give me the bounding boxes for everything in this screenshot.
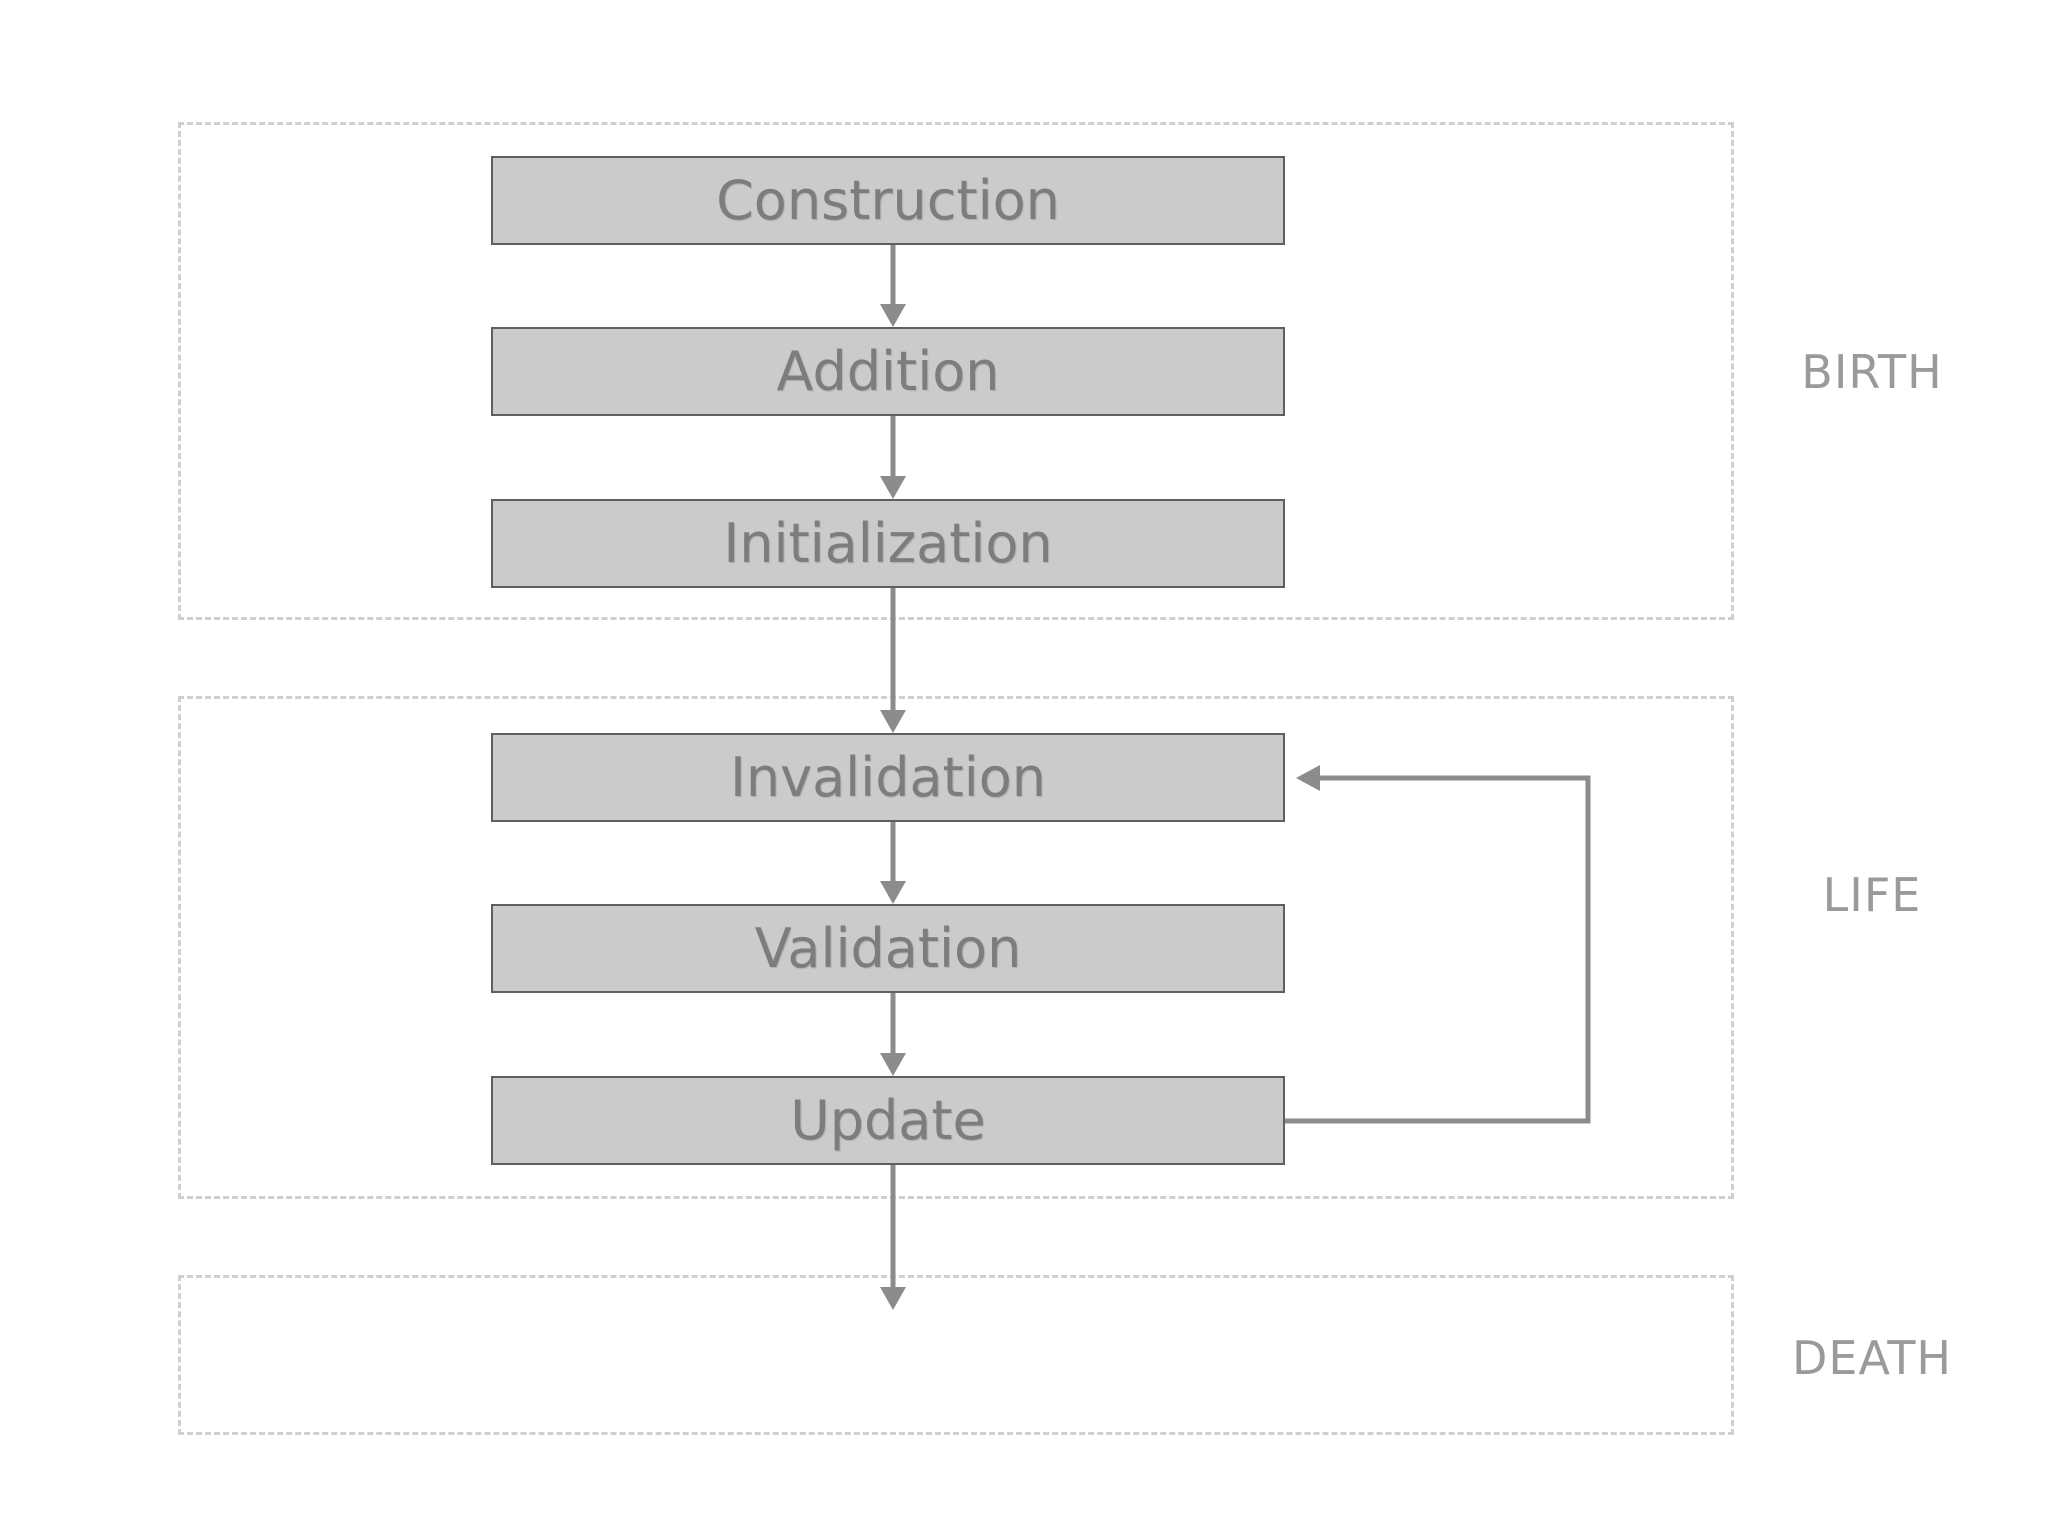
life-group (178, 696, 1734, 1199)
update-box: Update (491, 1076, 1285, 1165)
update-label: Update (790, 1088, 986, 1152)
death-group (178, 1275, 1734, 1435)
invalidation-box: Invalidation (491, 733, 1285, 822)
validation-box: Validation (491, 904, 1285, 993)
initialization-label: Initialization (723, 511, 1053, 575)
validation-label: Validation (754, 916, 1022, 980)
addition-label: Addition (776, 339, 1000, 403)
invalidation-label: Invalidation (729, 745, 1046, 809)
construction-label: Construction (716, 168, 1060, 232)
life-label: LIFE (1822, 868, 1922, 922)
initialization-box: Initialization (491, 499, 1285, 588)
birth-group (178, 122, 1734, 620)
addition-box: Addition (491, 327, 1285, 416)
death-label: DEATH (1791, 1331, 1953, 1385)
birth-label: BIRTH (1801, 345, 1943, 399)
construction-box: Construction (491, 156, 1285, 245)
